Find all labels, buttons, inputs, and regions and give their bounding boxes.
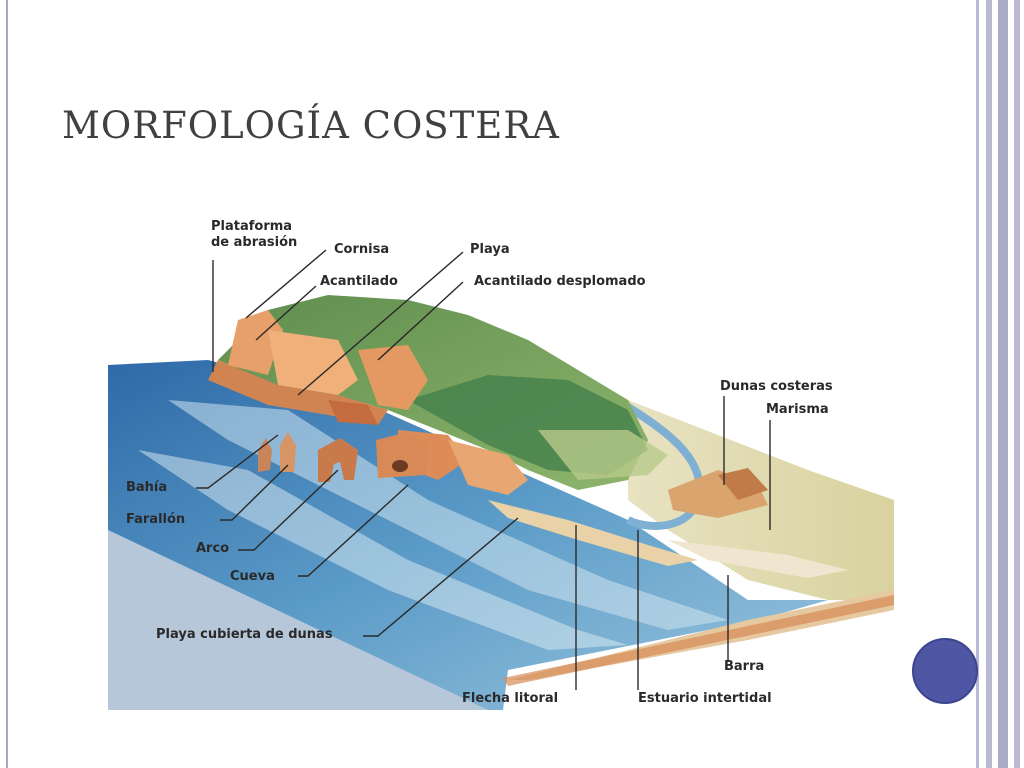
label-plataforma-line1: Plataforma — [211, 219, 293, 234]
label-playa: Playa — [470, 242, 510, 257]
label-cornisa: Cornisa — [334, 242, 390, 257]
sea-arch — [318, 438, 358, 482]
label-marisma: Marisma — [766, 402, 829, 417]
slide-title: MORFOLOGÍA COSTERA — [62, 104, 560, 147]
label-plataforma-line2: de abrasión — [211, 235, 298, 250]
coastal-morphology-diagram: Plataforma de abrasión Cornisa Playa Aca… — [108, 200, 894, 710]
label-dunas-costeras: Dunas costeras — [720, 379, 833, 394]
coast-illustration — [108, 249, 894, 710]
left-border-line — [6, 0, 8, 768]
sea-stack — [258, 438, 272, 472]
label-cueva: Cueva — [230, 569, 275, 584]
spit — [488, 500, 698, 566]
barrier-bar — [668, 540, 848, 578]
label-playa-cubierta-dunas: Playa cubierta de dunas — [156, 627, 333, 642]
decorative-circle — [912, 638, 978, 704]
label-acantilado-desplomado: Acantilado desplomado — [474, 274, 646, 289]
label-barra: Barra — [724, 659, 765, 674]
right-decorative-bars — [976, 0, 1024, 768]
sea-cave — [392, 460, 408, 472]
label-acantilado: Acantilado — [320, 274, 398, 289]
leader-lines — [196, 249, 771, 690]
label-bahia: Bahía — [126, 480, 168, 495]
label-arco: Arco — [196, 541, 230, 556]
label-estuario-intertidal: Estuario intertidal — [638, 691, 772, 706]
label-flecha-litoral: Flecha litoral — [462, 691, 559, 706]
label-farallon: Farallón — [126, 512, 186, 527]
